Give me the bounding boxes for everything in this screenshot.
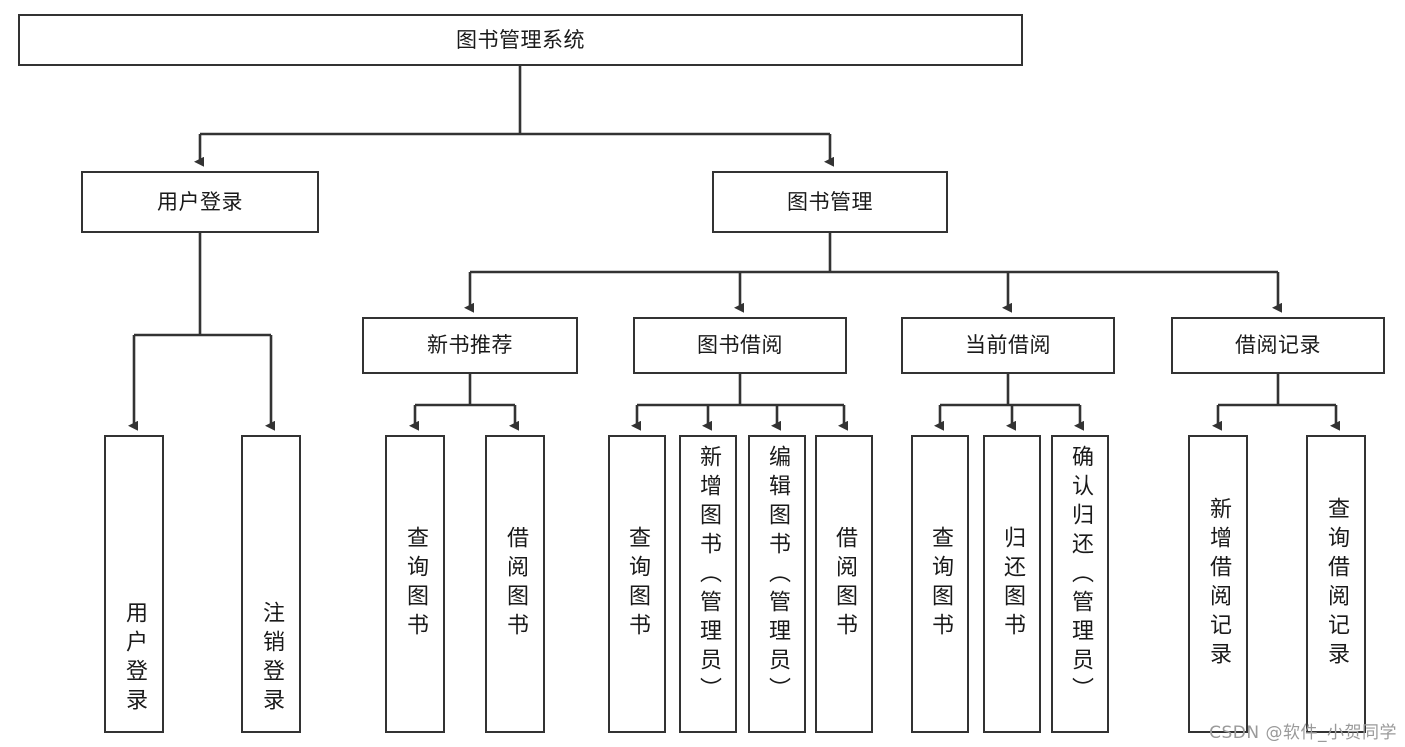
node-label: 查询图书 [927, 526, 953, 642]
watermark: CSDN @软件_小贺同学 [1209, 723, 1397, 743]
node-leaf-4[interactable]: 查询图书 [608, 435, 666, 733]
node-label: 借阅记录 [1235, 333, 1321, 358]
node-level3-0[interactable]: 新书推荐 [362, 317, 578, 374]
node-leaf-10[interactable]: 确认归还（管理员） [1051, 435, 1109, 733]
node-level3-3[interactable]: 借阅记录 [1171, 317, 1385, 374]
node-leaf-5[interactable]: 新增图书（管理员） [679, 435, 737, 733]
node-label: 用户登录 [157, 189, 243, 214]
node-level2-1[interactable]: 图书管理 [712, 171, 948, 233]
node-label: 归还图书 [999, 526, 1025, 642]
node-label: 图书管理 [787, 189, 873, 214]
node-leaf-3[interactable]: 借阅图书 [485, 435, 545, 733]
node-level2-0[interactable]: 用户登录 [81, 171, 319, 233]
node-label: 确认归还（管理员） [1067, 445, 1093, 706]
node-label: 图书管理系统 [456, 27, 585, 52]
node-leaf-9[interactable]: 归还图书 [983, 435, 1041, 733]
node-label: 借阅图书 [831, 526, 857, 642]
node-label: 注销登录 [258, 601, 284, 717]
node-label: 新书推荐 [427, 333, 513, 358]
node-label: 查询借阅记录 [1323, 497, 1349, 671]
node-leaf-6[interactable]: 编辑图书（管理员） [748, 435, 806, 733]
node-leaf-0[interactable]: 用户登录 [104, 435, 164, 733]
node-label: 新增图书（管理员） [695, 445, 721, 706]
node-label: 当前借阅 [965, 333, 1051, 358]
node-leaf-1[interactable]: 注销登录 [241, 435, 301, 733]
node-leaf-11[interactable]: 新增借阅记录 [1188, 435, 1248, 733]
node-label: 新增借阅记录 [1205, 497, 1231, 671]
node-leaf-2[interactable]: 查询图书 [385, 435, 445, 733]
node-label: 查询图书 [402, 526, 428, 642]
node-root[interactable]: 图书管理系统 [18, 14, 1023, 66]
node-label: 图书借阅 [697, 333, 783, 358]
node-label: 查询图书 [624, 526, 650, 642]
node-level3-1[interactable]: 图书借阅 [633, 317, 847, 374]
node-leaf-7[interactable]: 借阅图书 [815, 435, 873, 733]
node-label: 用户登录 [121, 601, 147, 717]
node-label: 编辑图书（管理员） [764, 445, 790, 706]
node-leaf-12[interactable]: 查询借阅记录 [1306, 435, 1366, 733]
node-level3-2[interactable]: 当前借阅 [901, 317, 1115, 374]
node-leaf-8[interactable]: 查询图书 [911, 435, 969, 733]
node-label: 借阅图书 [502, 526, 528, 642]
